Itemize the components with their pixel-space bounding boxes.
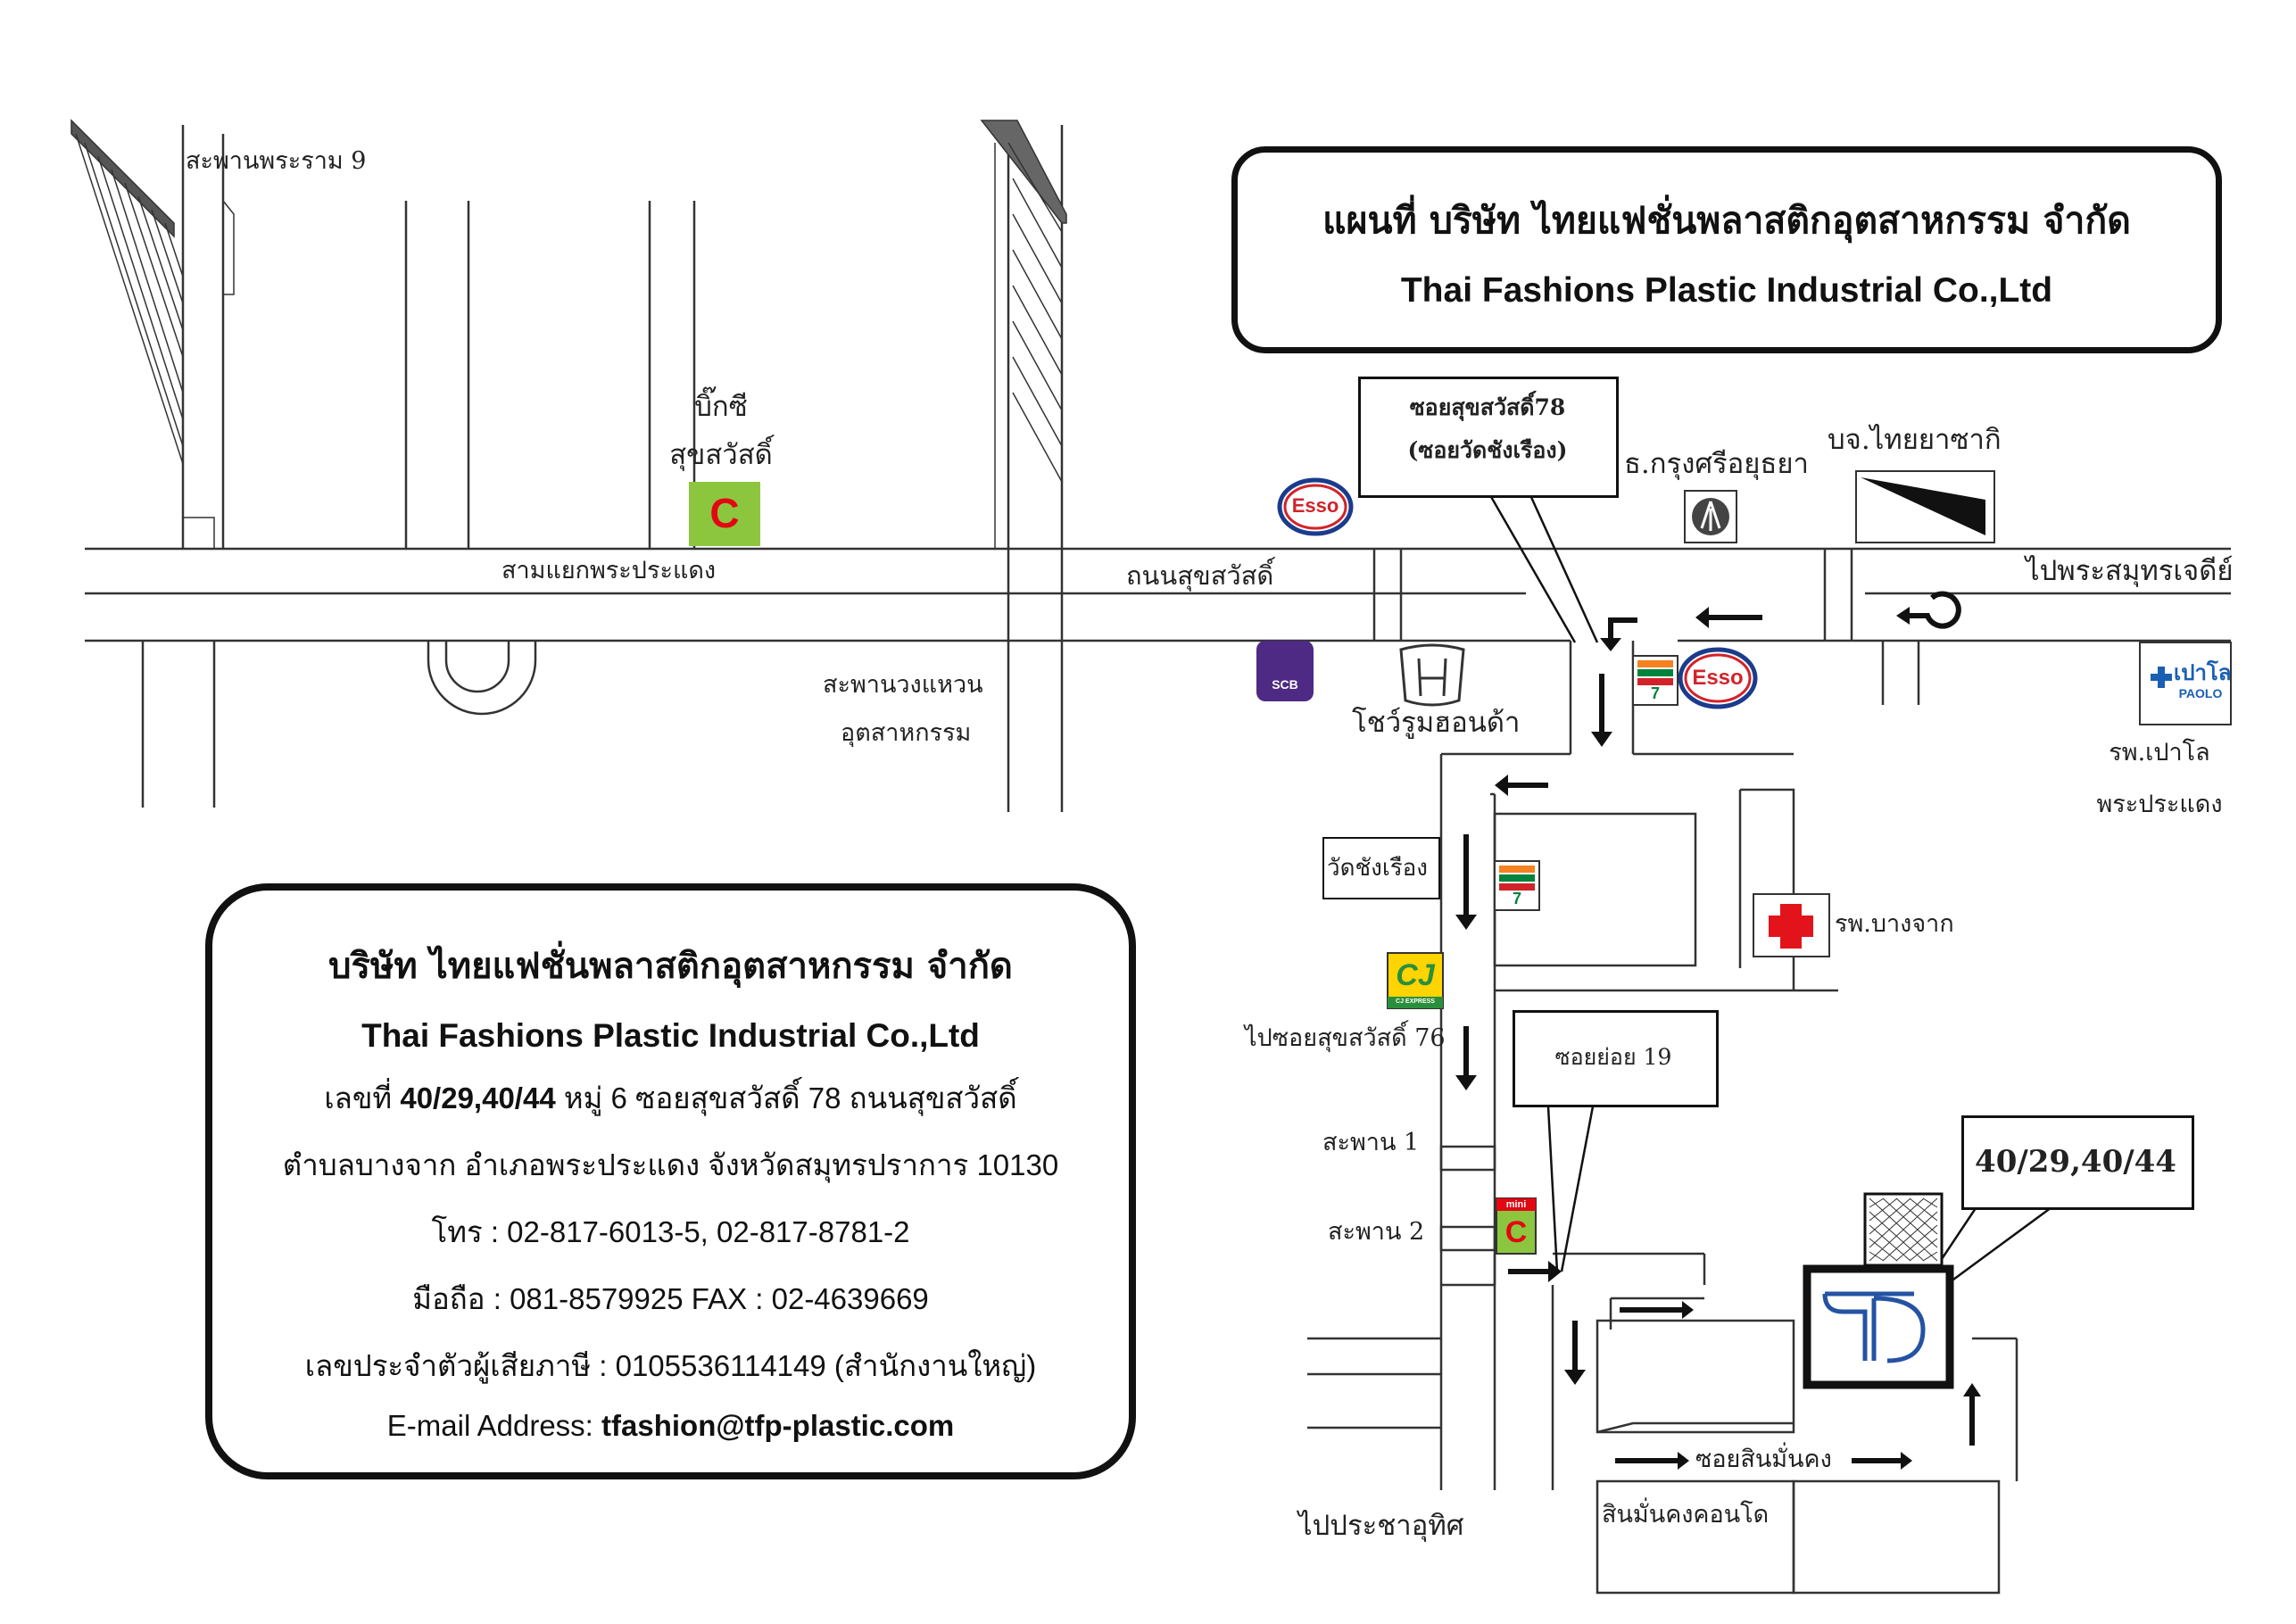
thai-yazaki-label: บจ.ไทยยาซากิ [1828, 424, 2002, 456]
email-address[interactable]: tfashion@tfp-plastic.com [601, 1409, 955, 1442]
company-address-line2: ตำบลบางจาก อำเภอพระประแดง จังหวัดสมุทรปร… [282, 1148, 1059, 1181]
honda-showroom-label: โชว์รูมฮอนด้า [1352, 707, 1521, 739]
cj-express-logo [1387, 952, 1444, 1009]
ring-bridge-label-line1: สะพานวงแหวน [823, 671, 983, 699]
company-email-line: E-mail Address: tfashion@tfp-plastic.com [212, 1409, 1129, 1443]
esso-logo-top [1277, 477, 1354, 536]
scb-logo [1256, 641, 1314, 701]
krungsri-label: ธ.กรุงศรีอยุธยา [1624, 448, 1809, 480]
scb-logo-text: SCB [1272, 677, 1298, 692]
map-title-box: แผนที่ บริษัท ไทยแฟชั่นพลาสติกอุตสาหกรรม… [1231, 146, 2222, 353]
to-pracha-uthit-label: ไปประชาอุทิศ [1298, 1510, 1464, 1542]
bigc-logo-text: C [709, 490, 740, 536]
hospital-cross-icon [1753, 893, 1830, 957]
bridge1-label: สะพาน 1 [1322, 1129, 1420, 1156]
esso-logo-text-top: Esso [1291, 494, 1339, 517]
paolo-logo-thai: เปาโล [2174, 660, 2232, 685]
paolo-label-line1: รพ.เปาโล [2109, 739, 2210, 766]
map-title-thai: แผนที่ บริษัท ไทยแฟชั่นพลาสติกอุตสาหกรรม… [1322, 199, 2131, 242]
mini-bigc-logo [1496, 1197, 1537, 1255]
bridge2-label: สะพาน 2 [1328, 1218, 1425, 1246]
wat-chang-ruang-callout [1322, 837, 1440, 899]
company-name-thai: บริษัท ไทยแฟชั่นพลาสติกอุตสาหกรรม จำกัด [328, 945, 1013, 987]
mini-bigc-c-text: C [1504, 1215, 1528, 1249]
address-callout [1961, 1115, 2194, 1210]
soi78-label-line2: (ซอยวัดชังเรือง) [1407, 437, 1568, 463]
tfp-company-building [1803, 1192, 1954, 1389]
cj-logo-text: CJ [1396, 958, 1435, 992]
address-rest: หมู่ 6 ซอยสุขสวัสดิ์ 78 ถนนสุขสวัสดิ์ [563, 1081, 1017, 1114]
wat-chang-ruang-label: วัดชังเรือง [1327, 855, 1428, 882]
rama9-bridge-label: สะพานพระราม 9 [186, 147, 367, 175]
esso-logo-text-bottom: Esso [1692, 666, 1744, 690]
address-number: 40/29,40/44 [400, 1081, 556, 1114]
bigc-logo [689, 482, 760, 546]
mini-bigc-logo-text: mini [1505, 1199, 1527, 1210]
suksawat-road-label: ถนนสุขสวัสดิ์ [1126, 560, 1274, 591]
thai-yazaki-logo [1855, 470, 1995, 543]
direction-arrows [1455, 591, 1981, 1470]
company-address-line1: เลขที่ 40/29,40/44 หมู่ 6 ซอยสุขสวัสดิ์ … [212, 1074, 1129, 1122]
seven-eleven-logo-top [1632, 655, 1678, 706]
bang-chak-hospital-label: รพ.บางจาก [1835, 910, 1954, 938]
soi78-label-line1: ซอยสุขสวัสดิ์78 [1409, 394, 1566, 420]
paolo-hospital-logo [2139, 642, 2232, 725]
soi-yoi-19-label: ซอยย่อย 19 [1554, 1044, 1672, 1070]
map-title-english: Thai Fashions Plastic Industrial Co.,Ltd [1400, 271, 2053, 310]
company-name-english: Thai Fashions Plastic Industrial Co.,Ltd [361, 1017, 980, 1054]
company-tax-id: เลขประจำตัวผู้เสียภาษี : 0105536114149 (… [304, 1349, 1037, 1382]
seven-eleven-text-top: 7 [1650, 684, 1660, 702]
ring-bridge-label-line2: อุตสาหกรรม [841, 719, 972, 747]
honda-logo [1399, 643, 1465, 707]
sinmankong-condo-label: สินมั่นคงคอนโด [1602, 1501, 1770, 1529]
soi78-callout [1358, 377, 1619, 498]
address-prefix: เลขที่ [324, 1081, 393, 1114]
ring-bridge-pylon [980, 120, 1067, 549]
company-mobile-fax: มือถือ : 081-8579925 FAX : 02-4639669 [412, 1282, 929, 1315]
paolo-logo-english: PAOLO [2178, 686, 2223, 700]
seven-eleven-text-middle: 7 [1512, 890, 1521, 907]
paolo-label-line2: พระประแดง [2096, 791, 2223, 818]
seven-eleven-logo-middle [1494, 860, 1540, 911]
cj-logo-subtext: CJ EXPRESS [1396, 998, 1435, 1005]
to-soi76-label: ไปซอยสุขสวัสดิ์ 76 [1245, 1024, 1446, 1052]
bigc-label-line1: บิ๊กซี [694, 391, 748, 423]
esso-logo-bottom [1678, 647, 1758, 709]
email-label: E-mail Address: [386, 1409, 593, 1442]
krungsri-logo [1684, 490, 1737, 543]
soi-yoi-19-callout [1513, 1010, 1719, 1107]
address-callout-label: 40/29,40/44 [1975, 1144, 2176, 1180]
rama9-bridge-graphic [70, 119, 235, 549]
sam-yaek-label: สามแยกพระประแดง [501, 557, 717, 584]
company-phone: โทร : 02-817-6013-5, 02-817-8781-2 [431, 1215, 910, 1248]
company-info-box: บริษัท ไทยแฟชั่นพลาสติกอุตสาหกรรม จำกัด … [205, 883, 1136, 1479]
soi-sinmankong-label: ซอยสินมั่นคง [1695, 1446, 1832, 1473]
to-phra-samut-chedi-label: ไปพระสมุทรเจดีย์ [2026, 555, 2234, 587]
bigc-label-line2: สุขสวัสดิ์ [669, 439, 773, 471]
